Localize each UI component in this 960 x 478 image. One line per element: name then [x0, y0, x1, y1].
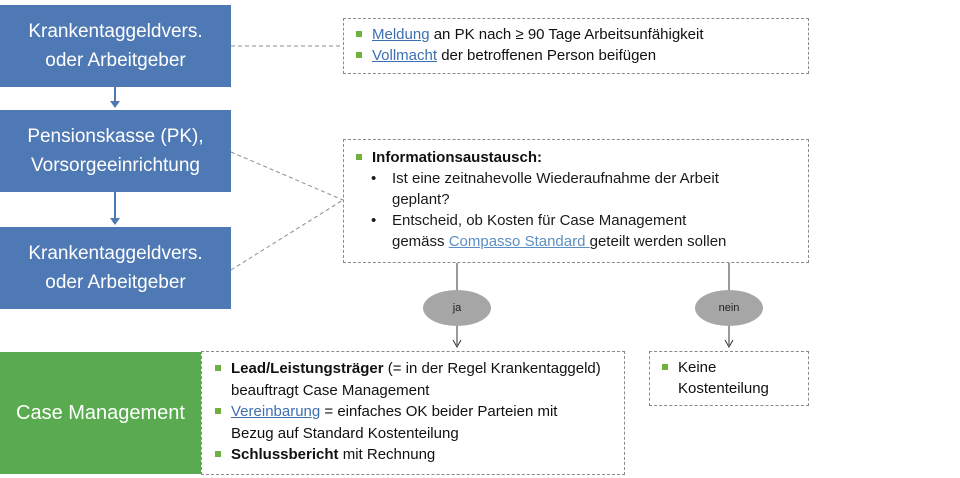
box-insurer-top-line2: oder Arbeitgeber [45, 50, 186, 71]
note-cm-item-3: Schlussbericht mit Rechnung [215, 444, 624, 466]
note-info-question-1: • Ist eine zeitnahevolle Wiederaufnahme … [356, 168, 808, 210]
decision-yes-label: ja [452, 302, 462, 314]
note-cm-item-1-line2: beauftragt Case Management [231, 381, 430, 399]
bullet-square-icon [356, 52, 362, 58]
bullet-square-icon [662, 364, 668, 370]
connector-pk-info [230, 151, 344, 201]
box-case-management-label: Case Management [16, 401, 185, 424]
note-no-line2: Kostenteilung [678, 380, 769, 397]
note-no-line1: Keine [678, 359, 717, 376]
note-cm-item-2-line2: Bezug auf Standard Kostenteilung [231, 424, 459, 442]
note-cm-item-2-text: = einfaches OK beider Parteien mit [320, 403, 558, 420]
note-cm-item-3-text: mit Rechnung [338, 446, 436, 463]
note-information-exchange: Informationsaustausch: • Ist eine zeitna… [343, 139, 809, 263]
box-insurer-top: Krankentaggeldvers. oder Arbeitgeber [0, 5, 231, 87]
note-info-q2-line1: Entscheid, ob Kosten für Case Management [392, 212, 687, 229]
link-vollmacht[interactable]: Vollmacht [372, 47, 438, 64]
bullet-square-icon [215, 408, 221, 414]
link-meldung[interactable]: Meldung [372, 26, 430, 43]
arrow-nein-head [724, 339, 734, 349]
note-info-q2-line2: gemäss Compasso Standard geteilt werden … [392, 231, 808, 252]
note-info-question-2: • Entscheid, ob Kosten für Case Manageme… [356, 210, 808, 252]
note-no-item: Keine Kostenteilung [662, 357, 808, 399]
box-pension-fund-line2: Vorsorgeeinrichtung [31, 155, 200, 176]
box-pension-fund-line1: Pensionskasse (PK), [27, 126, 204, 147]
note-report: Meldung an PK nach ≥ 90 Tage Arbeitsunfä… [343, 18, 809, 74]
connector-insurer-info [230, 199, 344, 271]
bullet-square-icon [215, 365, 221, 371]
note-report-item-2-text: der betroffenen Person beifügen [437, 47, 657, 64]
bullet-dot-icon: • [371, 170, 377, 187]
note-info-q1-line1: Ist eine zeitnahevolle Wiederaufnahme de… [392, 170, 719, 187]
link-vereinbarung[interactable]: Vereinbarung [231, 403, 321, 420]
note-cm-item-1: Lead/Leistungsträger (= in der Regel Kra… [215, 358, 624, 401]
note-report-item-2: Vollmacht der betroffenen Person beifüge… [356, 45, 808, 66]
note-cm-item-2: Vereinbarung = einfaches OK beider Parte… [215, 401, 624, 444]
note-cm-item-1-bold: Lead/Leistungsträger [231, 360, 384, 377]
box-insurer-bottom-line1: Krankentaggeldvers. [28, 243, 203, 264]
decision-no: nein [695, 290, 763, 326]
note-info-heading-row: Informationsaustausch: [356, 147, 808, 168]
note-case-management: Lead/Leistungsträger (= in der Regel Kra… [201, 351, 625, 475]
note-report-item-1: Meldung an PK nach ≥ 90 Tage Arbeitsunfä… [356, 24, 808, 45]
bullet-square-icon [356, 31, 362, 37]
box-insurer-bottom: Krankentaggeldvers. oder Arbeitgeber [0, 227, 231, 309]
note-info-q1-line2: geplant? [392, 191, 450, 208]
note-no-cost-sharing: Keine Kostenteilung [649, 351, 809, 406]
arrow-1-head [110, 101, 120, 108]
bullet-square-icon [215, 451, 221, 457]
arrow-2-head [110, 218, 120, 225]
note-info-q2-pre: gemäss [392, 233, 449, 250]
link-compasso-standard[interactable]: Compasso Standard [448, 233, 590, 250]
box-pension-fund: Pensionskasse (PK), Vorsorgeeinrichtung [0, 110, 231, 192]
decision-no-label: nein [718, 302, 740, 314]
note-info-q2-post: geteilt werden sollen [589, 233, 727, 250]
decision-yes: ja [423, 290, 491, 326]
note-report-item-1-text: an PK nach ≥ 90 Tage Arbeitsunfähigkeit [429, 26, 704, 43]
note-info-heading: Informationsaustausch: [372, 149, 543, 166]
box-insurer-top-line1: Krankentaggeldvers. [28, 21, 203, 42]
box-insurer-bottom-line2: oder Arbeitgeber [45, 272, 186, 293]
note-cm-item-3-bold: Schlussbericht [231, 446, 339, 463]
note-cm-item-1-text: (= in der Regel Krankentaggeld) [383, 360, 601, 377]
bullet-square-icon [356, 154, 362, 160]
box-case-management: Case Management [0, 352, 201, 474]
arrow-ja-head [452, 339, 462, 349]
bullet-dot-icon: • [371, 212, 377, 229]
